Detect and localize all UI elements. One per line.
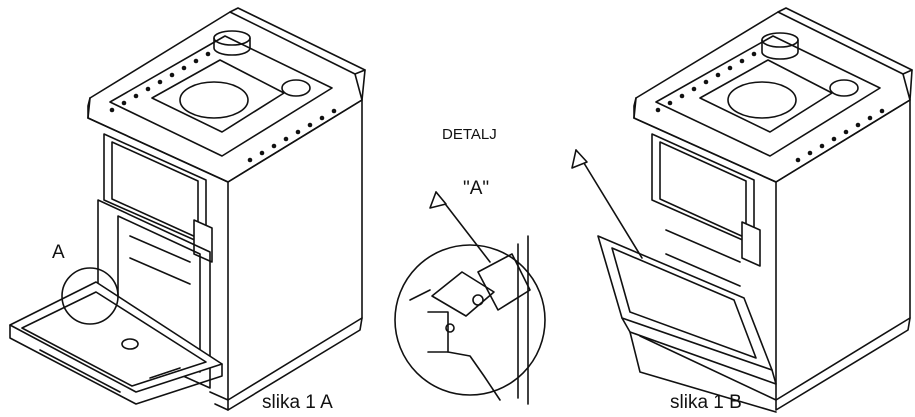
detail-reference: "A" bbox=[463, 178, 490, 199]
stove-front-face bbox=[87, 117, 229, 401]
stove-top-plate bbox=[87, 11, 363, 183]
hotplate-small bbox=[281, 79, 311, 97]
door-arrow bbox=[575, 149, 643, 259]
stove-figure-1a bbox=[9, 7, 366, 411]
detail-circle bbox=[394, 244, 546, 396]
detail-title: DETALJ bbox=[442, 126, 497, 143]
callout-label-a: A bbox=[52, 242, 65, 263]
figure-caption-1a: slika 1 A bbox=[262, 392, 333, 413]
stove-figure-1b bbox=[571, 7, 913, 413]
detail-circle-a bbox=[61, 267, 119, 325]
hotplate-large bbox=[179, 81, 249, 119]
top-vent-holes bbox=[109, 51, 337, 163]
stove-side-face bbox=[227, 99, 363, 401]
open-door bbox=[9, 281, 223, 393]
figure-caption-1b: slika 1 B bbox=[670, 392, 742, 413]
hinge-detail bbox=[394, 191, 546, 405]
